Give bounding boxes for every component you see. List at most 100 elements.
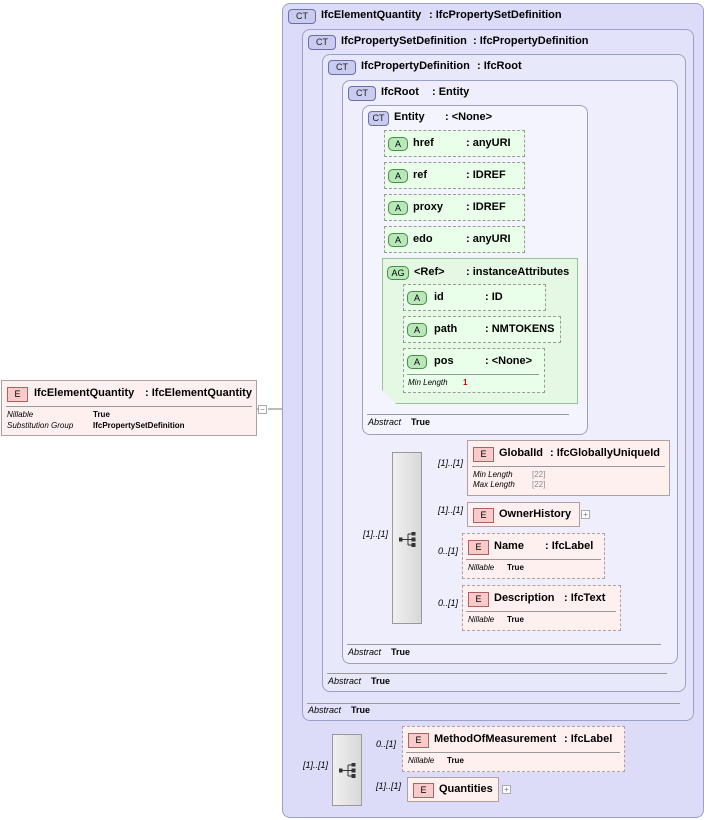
attribute-path[interactable]: A path : NMTOKENS	[403, 316, 561, 343]
separator	[307, 703, 680, 704]
sequence-compositor[interactable]	[332, 734, 362, 806]
element-name: MethodOfMeasurement	[434, 733, 557, 745]
prop-value: [22]	[532, 480, 546, 489]
collapse-minus-icon[interactable]: −	[258, 405, 267, 414]
ct-badge: CT	[308, 35, 336, 50]
expand-plus-icon[interactable]: +	[581, 510, 590, 519]
element-name: OwnerHistory	[499, 508, 572, 520]
separator	[466, 611, 616, 612]
child-multiplicity: 0..[1]	[438, 546, 459, 556]
element-name: Description	[494, 592, 555, 604]
prop-label: Substitution Group	[7, 421, 74, 430]
prop-value: [22]	[532, 470, 546, 479]
prop-label: Min Length	[473, 470, 513, 479]
prop-value: True	[507, 563, 524, 572]
ct-name: IfcPropertyDefinition	[361, 60, 470, 72]
separator	[407, 374, 539, 375]
attribute-type: : anyURI	[466, 137, 511, 149]
prop-label: Max Length	[473, 480, 515, 489]
root-element-ifcelementquantity[interactable]: E IfcElementQuantity : IfcElementQuantit…	[1, 380, 257, 436]
abstract-value: True	[411, 417, 431, 427]
attribute-edo[interactable]: A edo : anyURI	[384, 226, 525, 253]
separator	[406, 752, 620, 753]
element-type: : IfcText	[564, 592, 606, 604]
attribute-type: : ID	[485, 291, 503, 303]
separator	[327, 673, 667, 674]
element-type: : IfcElementQuantity	[145, 387, 252, 399]
attribute-type: : <None>	[485, 355, 533, 367]
attribute-group-type: : instanceAttributes	[466, 266, 570, 278]
attribute-name: ref	[413, 169, 428, 181]
ct-name: IfcPropertySetDefinition	[341, 35, 467, 47]
child-multiplicity: 0..[1]	[376, 739, 397, 749]
child-multiplicity: [1]..[1]	[438, 458, 464, 468]
prop-label: Min Length	[408, 378, 448, 387]
ct-badge: CT	[288, 9, 316, 24]
element-type: : IfcGloballyUniqueId	[550, 447, 661, 459]
element-badge: E	[468, 592, 489, 607]
element-badge: E	[408, 733, 429, 748]
ct-badge: CT	[348, 86, 376, 101]
prop-label: Nillable	[7, 410, 34, 419]
separator	[367, 414, 569, 415]
attribute-id[interactable]: A id : ID	[403, 284, 546, 311]
abstract-label: Abstract	[308, 705, 342, 715]
element-name: GlobalId	[499, 447, 543, 459]
prop-label: Nillable	[468, 563, 495, 572]
ct-base: : <None>	[445, 111, 493, 123]
attribute-badge: A	[388, 169, 408, 183]
sequence-compositor-icon	[399, 532, 416, 547]
separator	[347, 644, 661, 645]
abstract-value: True	[351, 705, 371, 715]
separator	[466, 559, 601, 560]
element-name-ifclabel[interactable]: E Name : IfcLabel Nillable True	[462, 533, 605, 579]
attribute-name: proxy	[413, 201, 443, 213]
ct-base: : IfcRoot	[477, 60, 522, 72]
sequence-multiplicity: [1]..[1]	[363, 529, 389, 539]
attribute-badge: A	[388, 233, 408, 247]
attribute-badge: A	[407, 291, 427, 305]
child-multiplicity: 0..[1]	[438, 598, 459, 608]
attribute-name: edo	[413, 233, 433, 245]
attribute-type: : anyURI	[466, 233, 511, 245]
ct-base: : IfcPropertySetDefinition	[429, 9, 562, 21]
element-name: Name	[494, 540, 524, 552]
abstract-value: True	[371, 676, 391, 686]
element-globalid[interactable]: E GlobalId : IfcGloballyUniqueId Min Len…	[467, 440, 670, 496]
expand-plus-icon[interactable]: +	[502, 785, 511, 794]
ct-name: IfcRoot	[381, 86, 419, 98]
element-badge: E	[473, 447, 494, 462]
attribute-group-name: <Ref>	[414, 266, 445, 278]
element-methodofmeasurement[interactable]: E MethodOfMeasurement : IfcLabel Nillabl…	[402, 726, 625, 772]
sequence-compositor-icon	[339, 763, 356, 778]
attribute-ref[interactable]: A ref : IDREF	[384, 162, 525, 189]
attribute-group-badge: AG	[387, 266, 409, 280]
sequence-compositor[interactable]	[392, 452, 422, 624]
element-badge: E	[468, 540, 489, 555]
element-badge: E	[473, 508, 494, 523]
attribute-name: id	[434, 291, 444, 303]
abstract-label: Abstract	[348, 647, 382, 657]
prop-value: IfcPropertySetDefinition	[93, 421, 185, 430]
ct-base: : Entity	[432, 86, 470, 98]
abstract-value: True	[391, 647, 411, 657]
attribute-badge: A	[388, 201, 408, 215]
prop-value: True	[447, 756, 464, 765]
attribute-type: : IDREF	[466, 201, 506, 213]
prop-value: 1	[463, 378, 468, 387]
attribute-href[interactable]: A href : anyURI	[384, 130, 525, 157]
attribute-proxy[interactable]: A proxy : IDREF	[384, 194, 525, 221]
prop-label: Nillable	[408, 756, 435, 765]
element-badge: E	[7, 387, 28, 402]
ct-base: : IfcPropertyDefinition	[473, 35, 589, 47]
element-quantities[interactable]: E Quantities	[407, 777, 499, 802]
attribute-name: path	[434, 323, 458, 335]
ct-badge: CT	[368, 111, 389, 126]
attribute-pos[interactable]: A pos : <None> Min Length 1	[403, 348, 545, 393]
element-description[interactable]: E Description : IfcText Nillable True	[462, 585, 621, 631]
attribute-type: : IDREF	[466, 169, 506, 181]
abstract-label: Abstract	[328, 676, 362, 686]
element-ownerhistory[interactable]: E OwnerHistory	[467, 502, 580, 527]
prop-value: True	[507, 615, 524, 624]
attribute-name: pos	[434, 355, 454, 367]
